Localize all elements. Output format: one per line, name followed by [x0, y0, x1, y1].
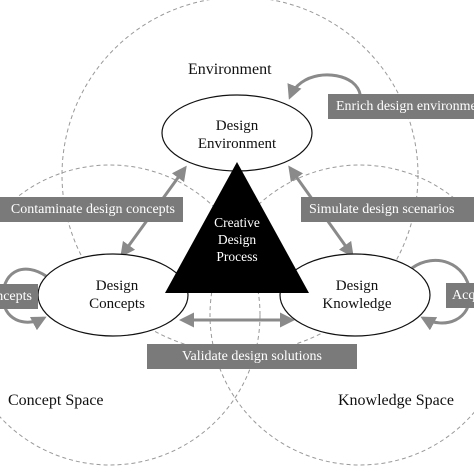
- enrich-design-environment-tag: Enrich design environment: [328, 94, 474, 119]
- contaminate-tag-text: Contaminate design concepts: [10, 202, 175, 217]
- design-knowledge-node: [279, 253, 431, 337]
- environment-space-label: Environment: [188, 61, 272, 78]
- design-knowledge-label: Design Knowledge: [307, 277, 407, 313]
- design-concepts-line1: Design: [95, 278, 139, 294]
- knowledge-space-label: Knowledge Space: [338, 392, 454, 409]
- simulate-tag-text: Simulate design scenarios: [309, 202, 455, 217]
- simulate-design-scenarios-tag: Simulate design scenarios: [301, 197, 474, 222]
- concept-space-label: Concept Space: [8, 392, 104, 409]
- enrich-tag-text: Enrich design environment: [336, 99, 474, 114]
- environment-space-circle: [61, 0, 419, 354]
- concepts-loop-tag: Generate design concepts: [0, 284, 38, 309]
- design-environment-label: Design Environment: [187, 117, 287, 153]
- knowledge-loop-tag-text: Acquire design knowledge: [452, 288, 474, 303]
- design-environment-line1: Design: [215, 118, 259, 134]
- design-concepts-node: [37, 253, 189, 337]
- creative-process-line2: Design: [217, 232, 257, 247]
- creative-process-label: Creative Design Process: [197, 214, 277, 265]
- design-knowledge-line1: Design: [335, 278, 379, 294]
- validate-tag-text: Validate design solutions: [182, 349, 322, 364]
- design-concepts-label: Design Concepts: [72, 277, 162, 313]
- design-knowledge-line2: Knowledge: [322, 296, 392, 312]
- creative-process-triangle: [165, 162, 309, 293]
- knowledge-loop-tag: Acquire design knowledge: [446, 283, 474, 308]
- creative-process-line1: Creative: [214, 215, 260, 230]
- creative-process-line3: Process: [216, 249, 258, 264]
- contaminate-design-concepts-tag: Contaminate design concepts: [0, 197, 183, 222]
- design-environment-line2: Environment: [197, 136, 277, 152]
- validate-design-solutions-tag: Validate design solutions: [147, 344, 357, 369]
- design-concepts-line2: Concepts: [89, 296, 145, 312]
- concepts-loop-tag-text: Generate design concepts: [0, 289, 32, 304]
